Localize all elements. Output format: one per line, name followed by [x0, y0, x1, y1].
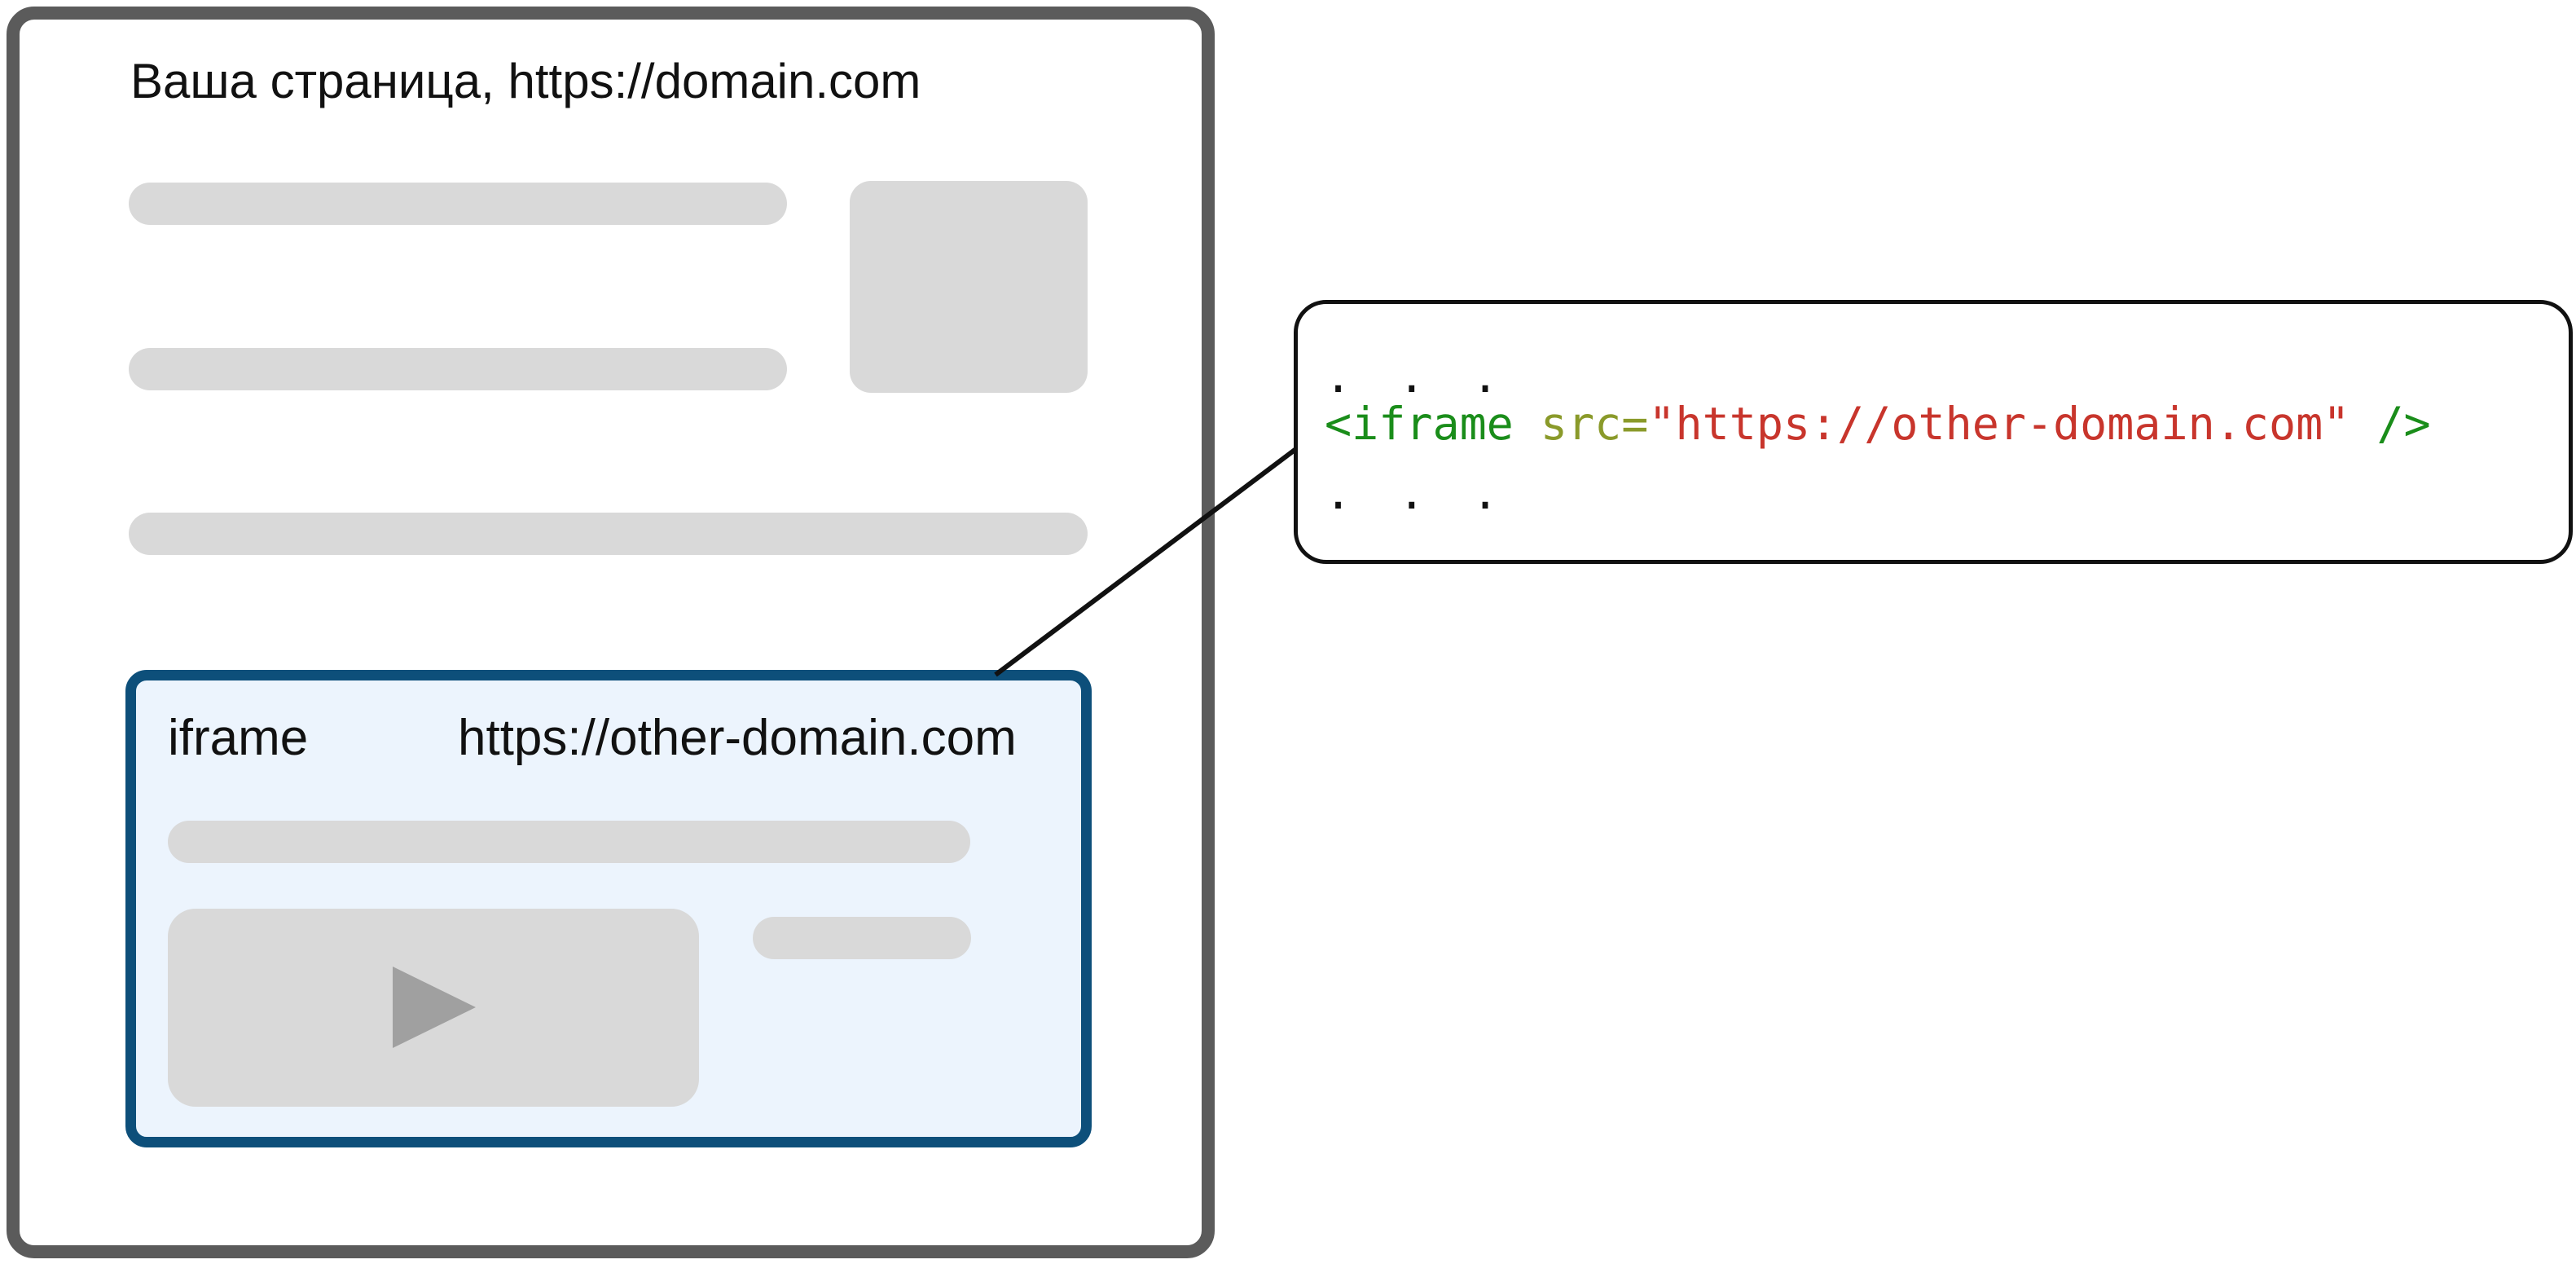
code-value: "https://other-domain.com": [1648, 398, 2350, 450]
placeholder-image: [850, 181, 1088, 393]
iframe-url: https://other-domain.com: [458, 710, 1017, 766]
placeholder-line: [129, 348, 787, 390]
iframe-placeholder-line: [753, 917, 971, 959]
code-tag-open: <iframe: [1325, 398, 1514, 450]
code-tag-close: />: [2376, 398, 2431, 450]
placeholder-line: [129, 513, 1088, 555]
iframe-label: iframe: [168, 710, 309, 766]
code-attr: src=: [1540, 398, 1649, 450]
play-icon[interactable]: [393, 967, 476, 1048]
page-title: Ваша страница, https://domain.com: [130, 54, 921, 108]
placeholder-line: [129, 183, 787, 225]
code-ellipsis-top: . . .: [1325, 350, 1509, 403]
code-ellipsis-bottom: . . .: [1325, 467, 1509, 519]
code-callout: [1294, 300, 2573, 564]
code-iframe-line: <iframe src="https://other-domain.com" /…: [1325, 395, 2431, 452]
iframe-placeholder-line: [168, 821, 970, 863]
